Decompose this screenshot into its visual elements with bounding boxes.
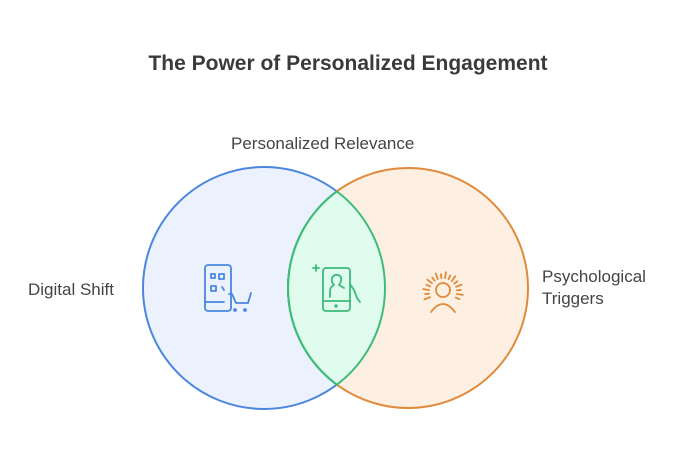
ray-mark <box>422 288 431 291</box>
ray-mark <box>426 278 433 285</box>
intersection-outline <box>287 190 386 386</box>
ray-mark <box>455 293 464 296</box>
phone-selfie-icon <box>312 264 361 312</box>
ray-mark <box>447 274 452 281</box>
ray-mark <box>455 283 463 288</box>
set-label-psychological-triggers: Psychological Triggers <box>542 267 646 308</box>
ray-mark <box>434 272 439 280</box>
ray-mark <box>444 271 447 280</box>
ray-mark <box>425 283 432 288</box>
set-label-digital-shift: Digital Shift <box>28 280 114 299</box>
ray-mark <box>454 296 461 301</box>
ray-mark <box>450 275 457 282</box>
ray-mark <box>423 296 431 301</box>
ray-mark <box>453 280 459 285</box>
radiant-person-icon <box>422 271 464 313</box>
intersection-label: Personalized Relevance <box>231 134 415 153</box>
diagram-title: The Power of Personalized Engagement <box>148 52 548 75</box>
phone-cart-icon <box>204 264 252 312</box>
ray-mark <box>431 276 436 282</box>
